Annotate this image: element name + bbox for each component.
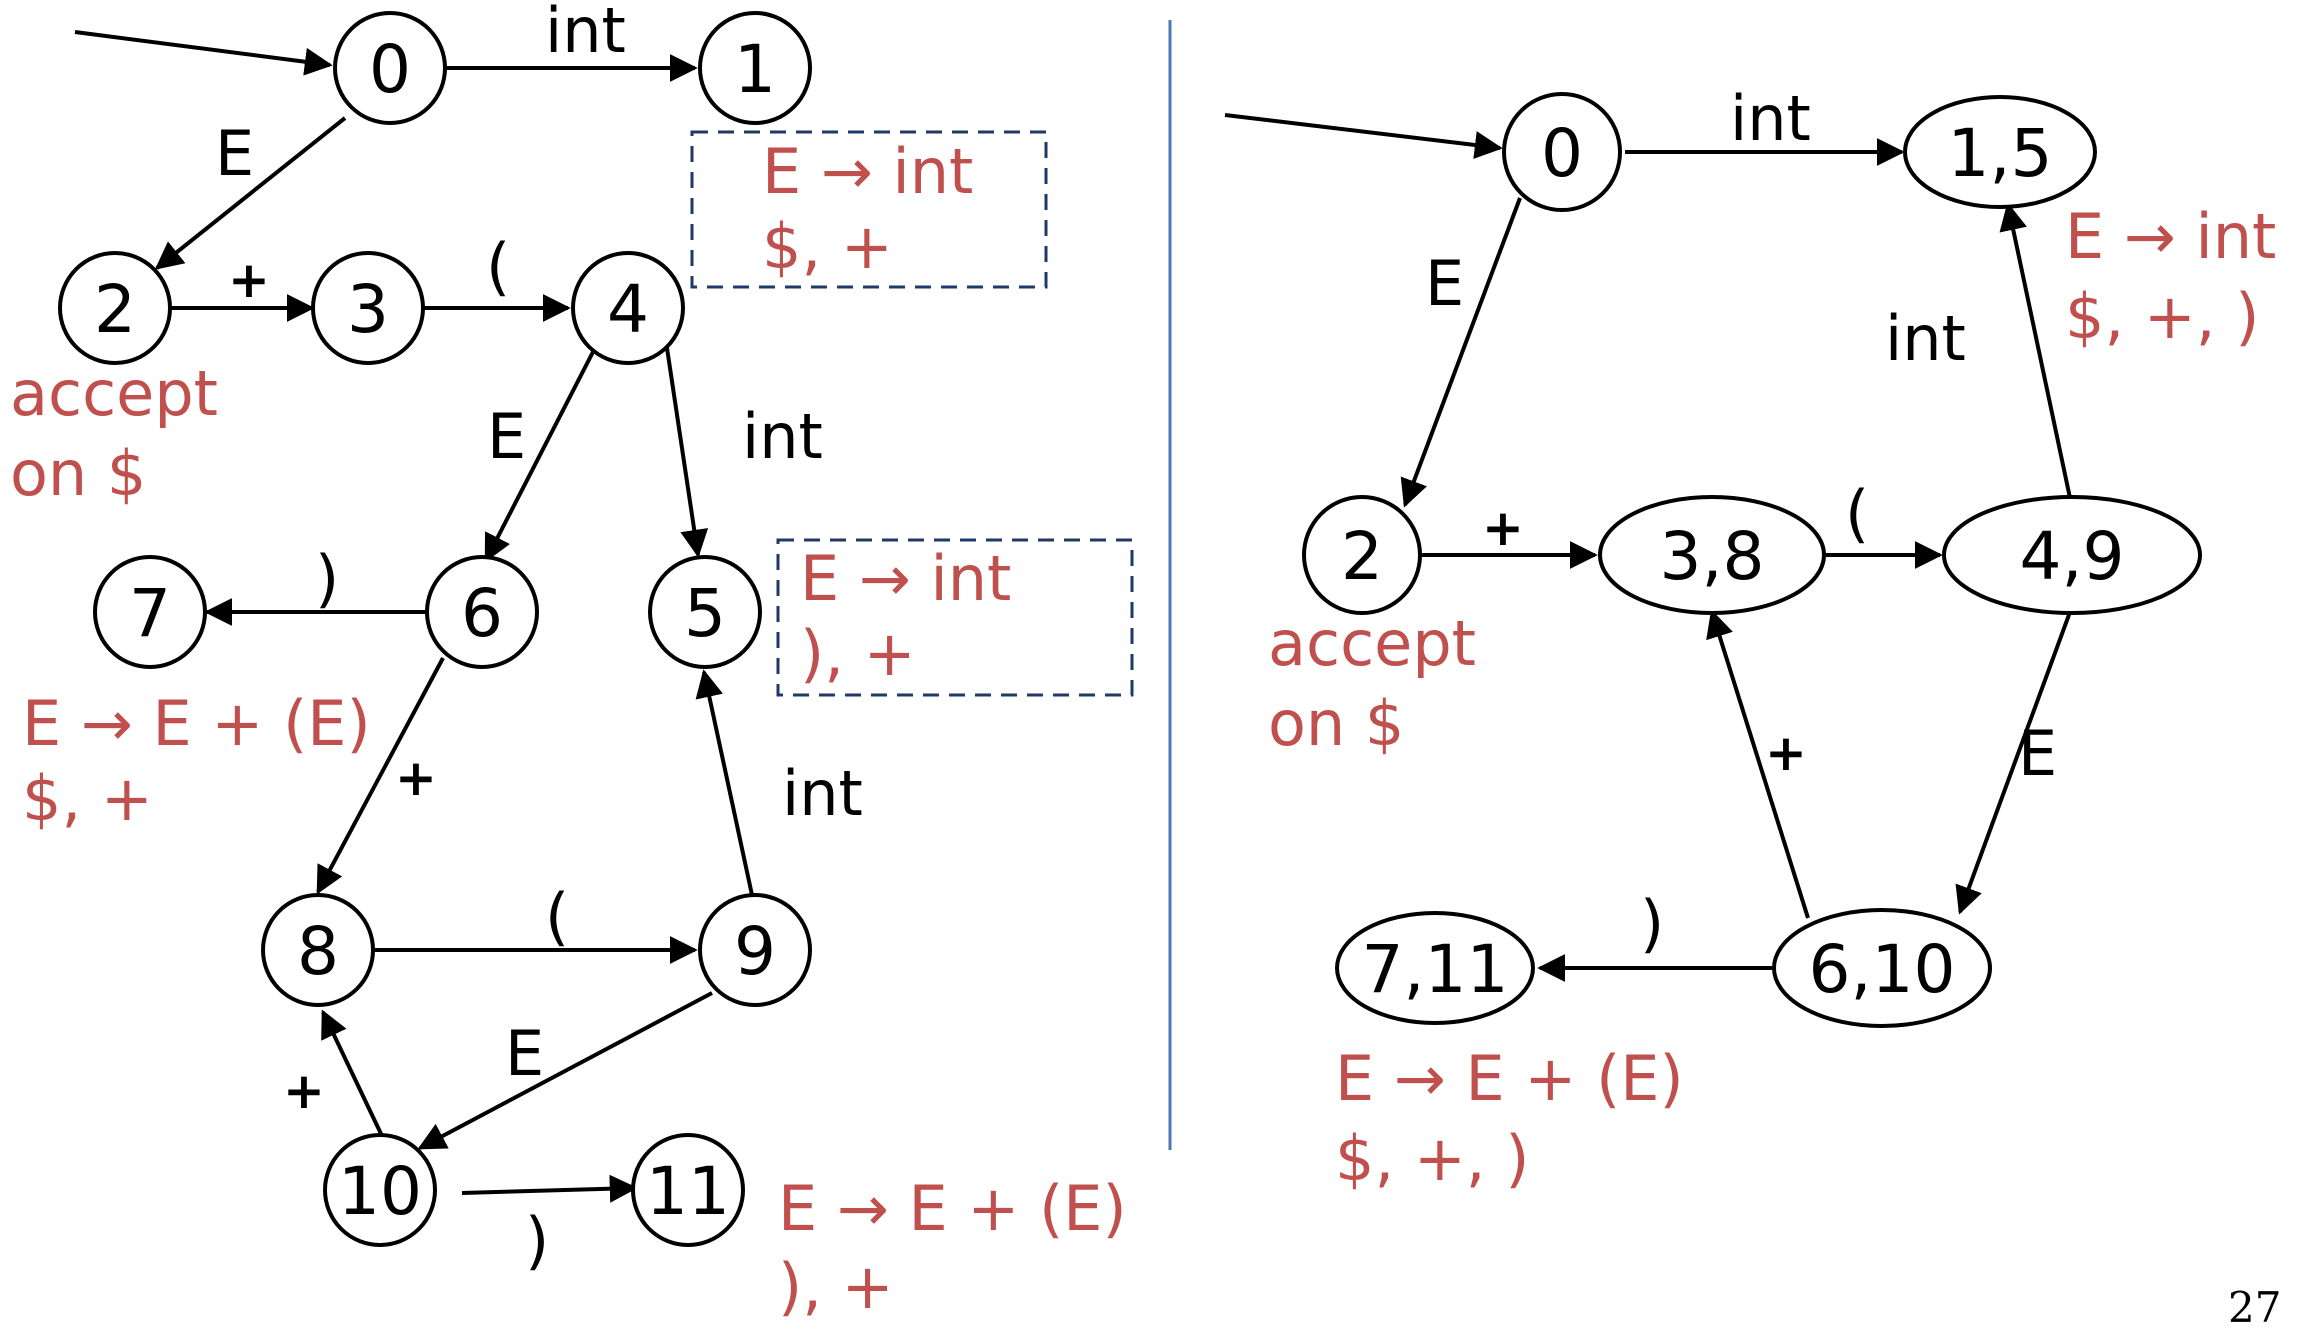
left-edge-label-3-4: ( bbox=[486, 230, 510, 303]
left-node-6: 6 bbox=[425, 555, 539, 669]
left-node-10: 10 bbox=[323, 1133, 437, 1247]
right-node-7-11-rule: E → E + (E) bbox=[1335, 1042, 1684, 1115]
left-node-4-label: 4 bbox=[607, 271, 649, 348]
left-node-2-accept-line2: on $ bbox=[10, 437, 146, 510]
left-node-2-label: 2 bbox=[94, 271, 136, 348]
right-node-7-11-lookahead: $, +, ) bbox=[1335, 1122, 1529, 1195]
right-node-3-8-label: 3,8 bbox=[1660, 518, 1765, 595]
left-edge-label-2-3: + bbox=[228, 251, 270, 309]
right-node-1-5: 1,5 bbox=[1903, 95, 2097, 209]
page-number: 27 bbox=[2228, 1283, 2281, 1325]
right-edge-label-49-15: int bbox=[1885, 302, 1966, 375]
right-node-0-label: 0 bbox=[1541, 115, 1583, 192]
left-automaton: int E + ( E int ) + ( int E + ) 0 1 2 3 bbox=[10, 0, 1134, 1323]
left-node-5-rule: E → int bbox=[800, 542, 1011, 615]
left-node-5-reduce-box bbox=[776, 538, 1134, 697]
left-node-1-label: 1 bbox=[734, 31, 776, 108]
right-edge-49-15 bbox=[1999, 202, 2072, 499]
right-node-2-label: 2 bbox=[1341, 518, 1383, 595]
left-node-0: 0 bbox=[333, 11, 447, 125]
right-node-6-10-label: 6,10 bbox=[1809, 931, 1956, 1008]
right-edge-610-38 bbox=[1706, 609, 1810, 919]
left-node-9-label: 9 bbox=[734, 913, 776, 990]
left-edge-label-8-9: ( bbox=[545, 880, 569, 953]
left-node-5-lookahead: ), + bbox=[800, 617, 916, 690]
left-node-1-lookahead: $, + bbox=[762, 210, 893, 283]
right-node-2-accept-line1: accept bbox=[1268, 607, 1476, 680]
left-start-arrow bbox=[74, 30, 333, 76]
left-edge-10-11 bbox=[461, 1174, 638, 1203]
right-node-0: 0 bbox=[1502, 92, 1622, 212]
left-edge-label-0-2: E bbox=[215, 117, 254, 190]
right-edge-0-2 bbox=[1400, 197, 1522, 508]
left-node-4: 4 bbox=[571, 251, 685, 365]
right-edge-label-38-49: ( bbox=[1845, 477, 1869, 550]
left-node-8-label: 8 bbox=[297, 913, 339, 990]
left-node-1: 1 bbox=[698, 11, 812, 125]
left-node-3-label: 3 bbox=[347, 271, 389, 348]
left-node-7-lookahead: $, + bbox=[22, 762, 153, 835]
right-edge-label-0-2: E bbox=[1425, 247, 1464, 320]
left-node-7-label: 7 bbox=[129, 575, 171, 652]
right-node-7-11-label: 7,11 bbox=[1362, 931, 1509, 1008]
left-node-7-rule: E → E + (E) bbox=[22, 687, 371, 760]
left-edge-label-9-5: int bbox=[782, 757, 863, 830]
right-edge-label-610-711: ) bbox=[1640, 887, 1664, 960]
left-node-11: 11 bbox=[631, 1133, 745, 1247]
left-edge-0-2 bbox=[154, 116, 347, 270]
left-node-6-label: 6 bbox=[461, 575, 503, 652]
right-node-4-9-label: 4,9 bbox=[2020, 518, 2125, 595]
left-edge-6-8 bbox=[316, 657, 445, 895]
left-edge-label-10-11: ) bbox=[525, 1204, 549, 1277]
left-edge-label-0-1: int bbox=[545, 0, 626, 67]
left-edge-4-5 bbox=[665, 347, 709, 558]
left-edge-label-10-8: + bbox=[283, 1062, 325, 1120]
right-start-arrow bbox=[1224, 113, 1503, 159]
right-node-7-11: 7,11 bbox=[1335, 911, 1535, 1025]
right-edge-label-0-15: int bbox=[1730, 82, 1811, 155]
right-node-3-8: 3,8 bbox=[1598, 495, 1826, 615]
left-edge-9-10 bbox=[417, 991, 713, 1150]
left-edge-label-9-10: E bbox=[505, 1017, 544, 1090]
left-node-7: 7 bbox=[93, 555, 207, 669]
right-node-2-accept-line2: on $ bbox=[1268, 687, 1404, 760]
right-edge-49-610 bbox=[1955, 611, 2072, 915]
left-edge-9-5 bbox=[695, 669, 754, 896]
left-node-8: 8 bbox=[261, 893, 375, 1007]
right-node-1-5-label: 1,5 bbox=[1948, 115, 2053, 192]
left-node-11-lookahead: ), + bbox=[778, 1250, 894, 1323]
left-node-11-label: 11 bbox=[646, 1153, 730, 1230]
right-edge-label-610-38: + bbox=[1765, 724, 1807, 782]
left-node-0-label: 0 bbox=[369, 31, 411, 108]
right-edge-label-2-38: + bbox=[1482, 499, 1524, 557]
left-node-10-label: 10 bbox=[338, 1153, 422, 1230]
left-node-3: 3 bbox=[311, 251, 425, 365]
left-edge-label-4-6: E bbox=[487, 400, 526, 473]
left-node-5-label: 5 bbox=[684, 575, 726, 652]
left-edge-label-4-5: int bbox=[742, 400, 823, 473]
right-node-2: 2 bbox=[1302, 495, 1422, 615]
right-edge-label-49-610: E bbox=[2018, 717, 2057, 790]
right-automaton: int E + ( int E + ) 0 1,5 2 3,8 4,9 bbox=[1224, 82, 2276, 1195]
right-node-1-5-lookahead: $, +, ) bbox=[2065, 280, 2259, 353]
left-node-5: 5 bbox=[648, 555, 762, 669]
left-node-2: 2 bbox=[58, 251, 172, 365]
left-node-1-rule: E → int bbox=[762, 135, 973, 208]
right-node-1-5-rule: E → int bbox=[2065, 200, 2276, 273]
left-node-9: 9 bbox=[698, 893, 812, 1007]
left-edge-label-6-8: + bbox=[395, 749, 437, 807]
left-edge-label-6-7: ) bbox=[315, 542, 339, 615]
right-node-6-10: 6,10 bbox=[1772, 908, 1992, 1028]
left-edge-4-6 bbox=[484, 347, 597, 563]
left-node-1-reduce-box bbox=[690, 130, 1048, 289]
left-node-2-accept-line1: accept bbox=[10, 357, 218, 430]
right-node-4-9: 4,9 bbox=[1942, 495, 2202, 615]
left-edge-10-8 bbox=[321, 1009, 385, 1139]
left-node-11-rule: E → E + (E) bbox=[778, 1172, 1127, 1245]
